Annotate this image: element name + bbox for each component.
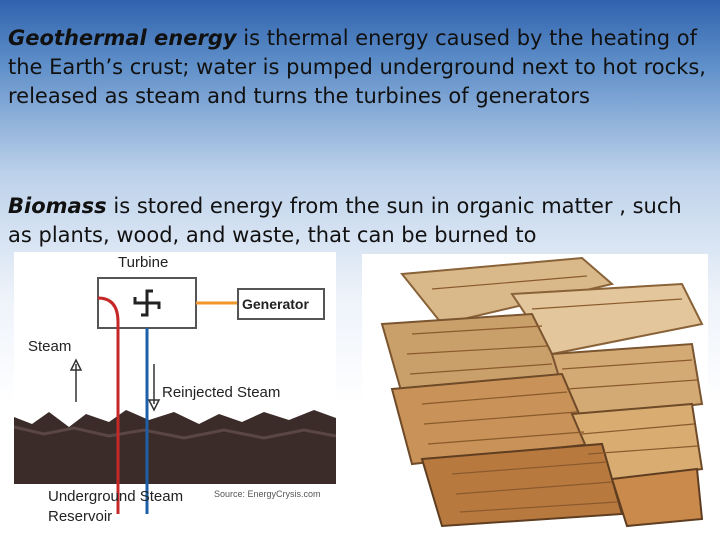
geothermal-text: is thermal energy caused by the heating … [8, 26, 706, 108]
geothermal-diagram-graphic [14, 277, 336, 514]
biomass-term: Biomass [8, 194, 107, 218]
steam-label: Steam [28, 338, 72, 355]
reservoir-label-line1: Underground Steam [48, 488, 184, 505]
log-back-1 [400, 256, 615, 326]
rock-texture [14, 425, 336, 440]
geothermal-diagram: Turbine Generator Steam Reinjected Steam… [14, 252, 336, 534]
log-bottom-1 [420, 442, 624, 528]
log-bottom-2 [610, 467, 704, 528]
turbine-icon [133, 289, 161, 317]
steam-pipe [97, 296, 120, 514]
turbine-label: Turbine [118, 254, 169, 271]
generator-label: Generator [242, 296, 309, 312]
source-label: Source: EnergyCrysis.com [214, 489, 321, 499]
reinjected-label: Reinjected Steam [162, 384, 281, 401]
firewood-image [362, 254, 708, 534]
biomass-text: is stored energy from the sun in organic… [8, 194, 682, 247]
rock-layer [14, 410, 336, 484]
reinjected-arrowhead [147, 399, 161, 412]
firewood-graphic [380, 256, 704, 528]
steam-arrowhead [69, 358, 83, 371]
reservoir-label-line2: Reservoir [48, 508, 113, 525]
generator-box [237, 288, 325, 320]
wood-grain [406, 275, 699, 513]
geothermal-paragraph: Geothermal energy is thermal energy caus… [8, 24, 708, 111]
biomass-paragraph: Biomass is stored energy from the sun in… [8, 192, 708, 250]
geothermal-term: Geothermal energy [8, 26, 237, 50]
